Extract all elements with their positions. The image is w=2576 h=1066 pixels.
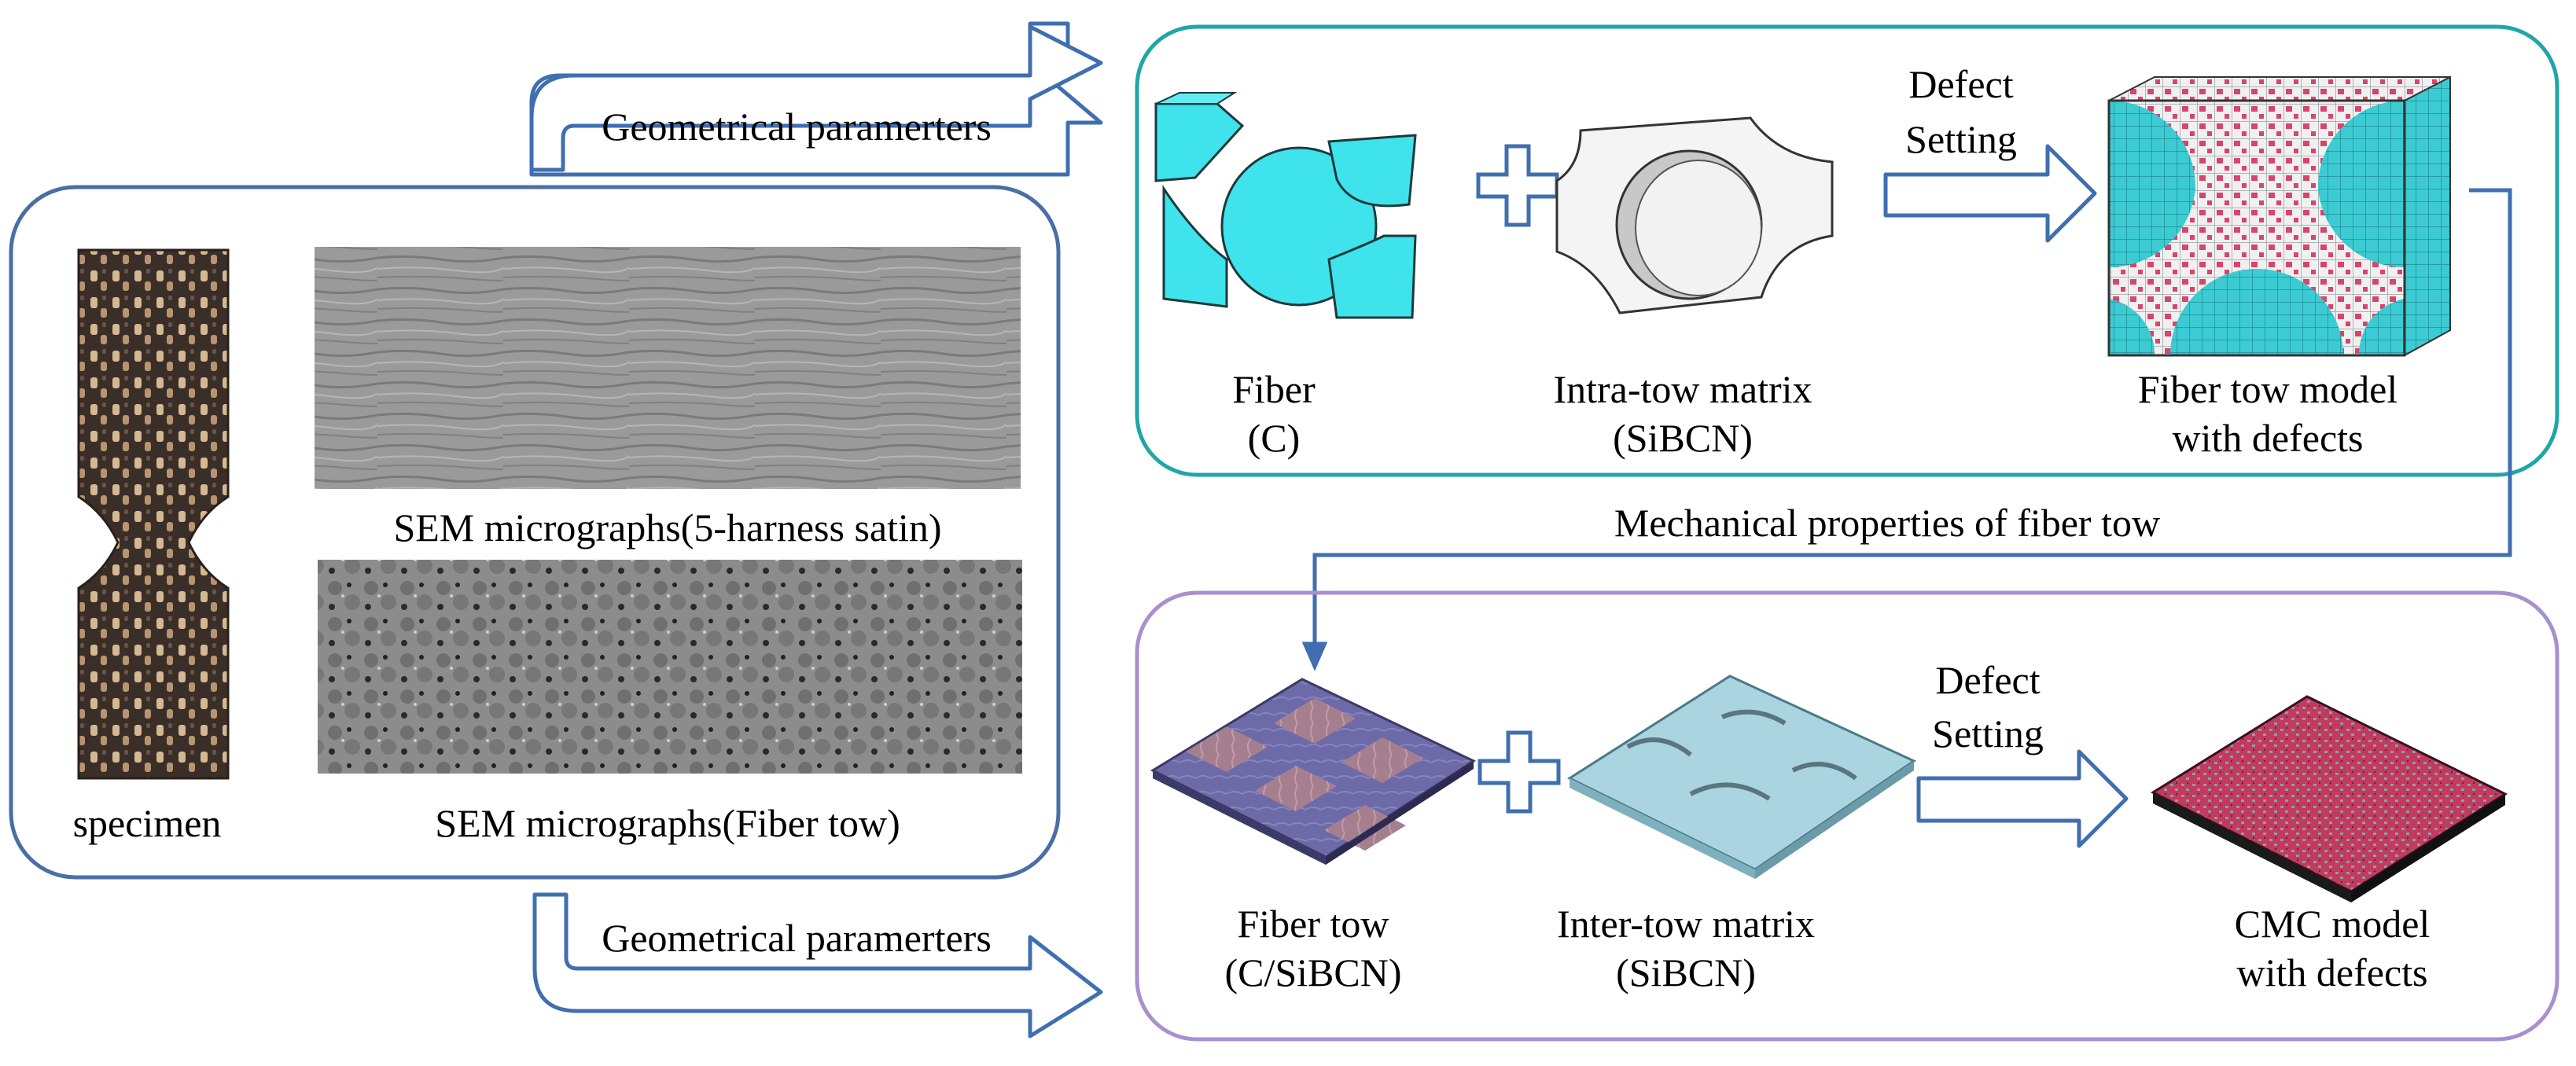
micro-defect-label-2: Setting [1905, 117, 2017, 161]
cmc-model-graphic [2150, 695, 2508, 902]
sem-image-tow [318, 560, 1022, 774]
fiber-tow-label-1: Fiber tow [1237, 902, 1389, 946]
fiber-label-2: (C) [1248, 416, 1301, 460]
fiber-cell-graphic [1154, 92, 1417, 319]
geometry-arrow-bottom [532, 892, 1103, 1038]
inter-matrix-label-1: Inter-tow matrix [1557, 902, 1815, 946]
fiber-tow-label-2: (C/SiBCN) [1224, 950, 1401, 994]
macro-defect-label-1: Defect [1935, 658, 2040, 702]
experimental-panel: specimen SEM micrographs(5-harness satin… [9, 185, 1061, 880]
fiber-tow-model-graphic [2107, 75, 2451, 357]
inter-matrix-label-2: (SiBCN) [1616, 950, 1756, 994]
fiber-tow-weave-graphic [1150, 678, 1477, 865]
geometry-label-top: Geometrical paramerters [602, 105, 992, 149]
micro-defect-label-1: Defect [1908, 62, 2013, 106]
experimental-box [9, 185, 1061, 880]
micro-defect-arrow [1883, 144, 2097, 243]
macro-defect-label-2: Setting [1932, 711, 2044, 755]
geometry-label-bottom: Geometrical paramerters [602, 916, 992, 960]
plus-icon [1476, 144, 1559, 227]
tow-model-label-1: Fiber tow model [2138, 367, 2398, 411]
mechanical-connector [1301, 188, 2512, 671]
micro-box [1135, 24, 2559, 477]
macro-defect-arrow [1916, 749, 2129, 848]
fiber-label-1: Fiber [1232, 367, 1316, 411]
macro-scale-panel: Fiber tow (C/SiBCN) Inter-tow matrix (Si… [1135, 590, 2559, 1042]
geometry-arrow-top-shape [529, 24, 1103, 172]
macro-box [1135, 590, 2559, 1042]
specimen-caption: specimen [73, 801, 222, 845]
intra-matrix-label-1: Intra-tow matrix [1553, 367, 1812, 411]
inter-tow-matrix-graphic [1566, 675, 1917, 879]
specimen-image [77, 248, 230, 780]
intra-tow-matrix-graphic [1555, 116, 1834, 314]
cmc-model-label-1: CMC model [2235, 902, 2431, 946]
sem-satin-caption: SEM micrographs(5-harness satin) [393, 505, 941, 550]
sem-image-satin [315, 247, 1021, 489]
tow-model-label-2: with defects [2173, 416, 2364, 460]
mechanical-label: Mechanical properties of fiber tow [1614, 501, 2160, 545]
micro-scale-panel: Fiber (C) Intra-tow matrix (SiBCN) Defec… [1135, 24, 2559, 477]
intra-matrix-label-2: (SiBCN) [1613, 416, 1753, 460]
sem-tow-caption: SEM micrographs(Fiber tow) [435, 801, 900, 845]
plus-icon [1478, 730, 1561, 814]
cmc-model-label-2: with defects [2237, 950, 2428, 994]
